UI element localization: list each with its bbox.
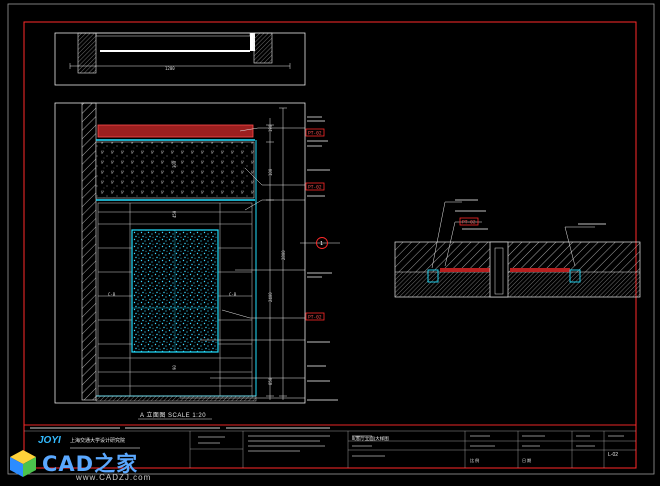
elev-note-strokes — [307, 116, 338, 401]
elev-left-dim-2: C-B — [229, 292, 237, 297]
elevation-title: A 立面图 SCALE 1:20 — [140, 411, 206, 419]
material-tag-2 — [305, 182, 325, 191]
elev-mid-dim-2: 300 — [172, 160, 177, 168]
detail-material-tag-label: PT-02 — [462, 220, 476, 226]
plan-view: 1200 — [54, 32, 306, 86]
section-mark-number: 1 — [320, 241, 323, 247]
elev-dim-r2: 100 — [268, 168, 273, 176]
left-wall-section — [81, 102, 97, 401]
elev-left-dim-1: C-B — [108, 292, 116, 297]
top-beam — [97, 124, 254, 138]
section-mark: 1 — [300, 237, 340, 249]
company-logo: JOYI — [38, 435, 61, 446]
elev-dim-r4: 2800 — [281, 250, 286, 260]
plan-dim-label: 1200 — [165, 66, 175, 71]
elev-dim-chain — [266, 107, 287, 400]
material-tag-2-label: PT-02 — [308, 185, 322, 191]
scale-label: 比 例 — [470, 457, 479, 463]
material-tag-3 — [305, 312, 325, 321]
sheet-number: L-02 — [608, 452, 618, 458]
material-tag-1 — [305, 128, 325, 137]
project-title: Ⅱ(客厅立面)大样图 — [352, 435, 389, 442]
watermark: CAD之家 www.CADZJ.com — [6, 446, 196, 486]
cube-logo-icon — [10, 450, 36, 477]
company-name: 上海交通大学设计研究院 — [70, 437, 125, 444]
stone-band — [95, 141, 255, 199]
section-detail: PT-02 — [394, 199, 641, 298]
elev-dim-r3: 2400 — [268, 292, 273, 302]
detail-material-tag — [459, 217, 479, 226]
drawing-frame — [7, 3, 655, 475]
elev-leaders — [180, 127, 305, 399]
watermark-url: www.CADZJ.com — [76, 473, 152, 482]
elevation-view: C-B C-B 450 300 90 190 100 2400 2800 850 — [54, 102, 340, 420]
material-tag-1-label: PT-02 — [308, 131, 322, 137]
material-tag-3-label: PT-02 — [308, 315, 322, 321]
wall-panels — [97, 202, 253, 397]
elev-dim-r5: 850 — [268, 377, 273, 385]
elev-mid-dim-3: 90 — [172, 365, 177, 370]
date-label: 日 期 — [522, 457, 531, 463]
watermark-text: CAD之家 — [42, 452, 139, 476]
elev-mid-dim-1: 450 — [172, 210, 177, 218]
title-block: JOYI 上海交通大学设计研究院 Ⅱ(客厅立面)大样图 比 例 日 期 L-02 — [23, 424, 637, 469]
